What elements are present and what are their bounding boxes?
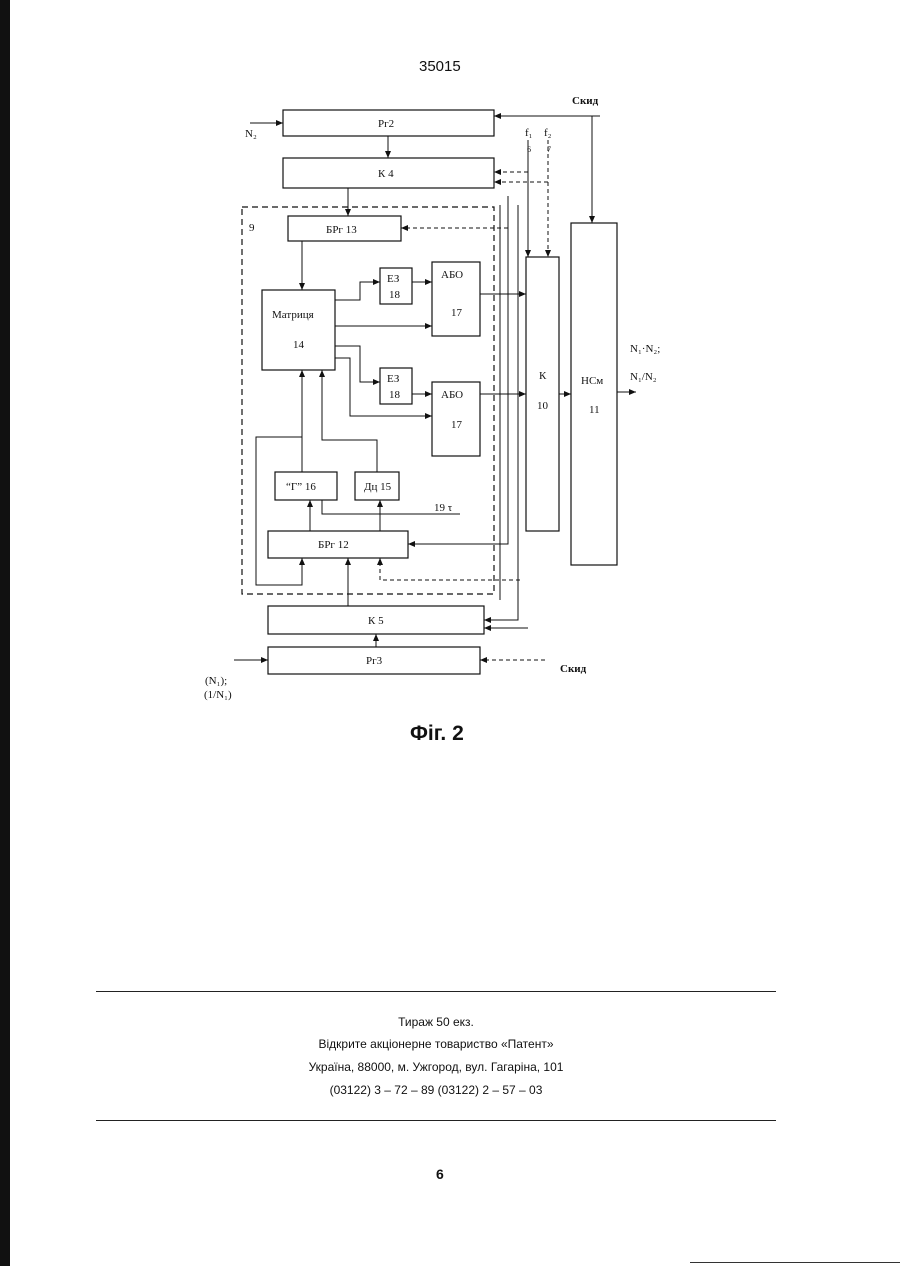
dts15-label: Дц 15 (364, 481, 392, 493)
t19-label: 19 τ (434, 502, 453, 514)
rg3-label: Рг3 (366, 655, 383, 667)
abo-top-num-label: 17 (451, 307, 463, 319)
input-n1-label: (N₁); (205, 675, 227, 687)
brg13-label: БРг 13 (326, 224, 357, 236)
block-diagram: Рг2 К 4 9 БРг 13 Матриця 14 ЕЗ 18 АБО 17… (0, 0, 900, 760)
imprint-phones: (03122) 3 – 72 – 89 (03122) 2 – 57 – 03 (96, 1083, 776, 1097)
nsm11-num-label: 11 (589, 404, 600, 416)
page-number-bottom: 6 (436, 1166, 444, 1182)
matrix-name-label: Матриця (272, 309, 314, 321)
divider-bottom (96, 1120, 776, 1121)
ez-bottom-num-label: 18 (389, 389, 401, 401)
ez-top-name-label: ЕЗ (387, 273, 400, 285)
skyd-bottom-label: Скид (560, 663, 587, 675)
abo-bottom-num-label: 17 (451, 419, 463, 431)
divider-top (96, 991, 776, 992)
output-quotient-label: N₁/N₂ (630, 371, 657, 383)
ez-top-num-label: 18 (389, 289, 401, 301)
k10-block (526, 257, 559, 531)
n2-label: N₂ (245, 128, 257, 140)
k10-num-label: 10 (537, 400, 549, 412)
f1-label: f₁ (525, 127, 533, 139)
abo-top-name-label: АБО (441, 269, 463, 281)
connections (234, 116, 636, 660)
imprint-publisher: Відкрите акціонерне товариство «Патент» (96, 1037, 776, 1051)
g16-label: “Г” 16 (286, 481, 316, 493)
output-product-label: N₁·N₂; (630, 343, 660, 355)
k10-name-label: К (539, 370, 547, 382)
nsm11-name-label: НСм (581, 375, 603, 387)
brg12-label: БРг 12 (318, 539, 349, 551)
input-inverse-n1-label: (1/N₁) (204, 689, 232, 701)
matrix-num-label: 14 (293, 339, 305, 351)
figure-caption: Фіг. 2 (410, 722, 464, 746)
ez-bottom-name-label: ЕЗ (387, 373, 400, 385)
rg2-label: Рг2 (378, 118, 394, 130)
abo-bottom-name-label: АБО (441, 389, 463, 401)
skyd-top-label: Скид (572, 95, 599, 107)
k5-label: К 5 (368, 615, 384, 627)
k4-label: К 4 (378, 168, 394, 180)
f1-index-label: 6 (527, 145, 531, 154)
group-9-label: 9 (249, 222, 255, 234)
corner-rule (690, 1262, 900, 1263)
nsm11-block (571, 223, 617, 565)
imprint-circulation: Тираж 50 екз. (96, 1015, 776, 1029)
matrix-block (262, 290, 335, 370)
f2-label: f₂ (544, 127, 552, 139)
f2-index-label: 7 (547, 145, 551, 154)
imprint-address: Україна, 88000, м. Ужгород, вул. Гагарін… (96, 1060, 776, 1074)
